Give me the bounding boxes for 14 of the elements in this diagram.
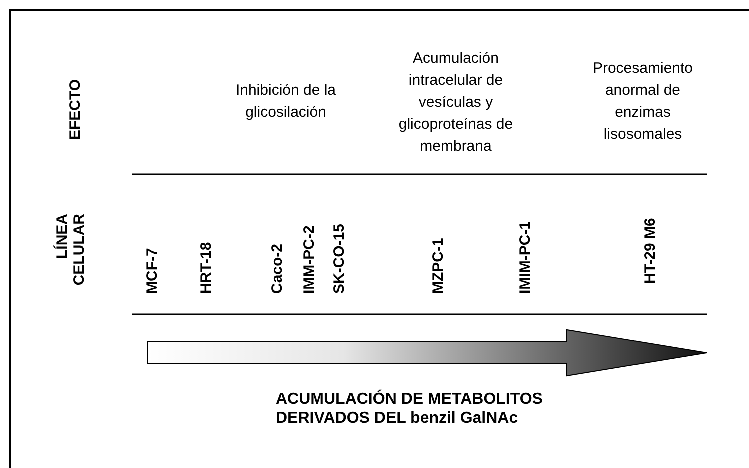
cell-line-label: MZPC-1 — [430, 238, 446, 294]
axis-label: LÍNEA CELULAR — [54, 214, 88, 288]
cell-line-label: Caco-2 — [268, 244, 286, 294]
axis-label: EFECTO — [66, 79, 84, 140]
arrow-caption: ACUMULACIÓN DE METABOLITOS DERIVADOS DEL benzil GalNAc — [276, 390, 544, 428]
effect-label: Inhibición de la glicosilación — [234, 81, 338, 123]
cell-line-label: SK-CO-15 — [330, 224, 348, 294]
cell-line-label: MCF-7 — [144, 248, 160, 294]
cell-line-label: IMIM-PC-1 — [516, 222, 534, 294]
cell-line-label: IMM-PC-2 — [300, 226, 318, 294]
cell-line-label: HRT-18 — [198, 242, 214, 294]
effect-label: Acumulación intracelular de vesículas y glicoproteínas de membrana — [398, 49, 514, 157]
effect-label: Procesamiento anormal de enzimas lisosomales — [592, 59, 694, 145]
cell-line-label: HT-29 M6 — [642, 218, 658, 284]
